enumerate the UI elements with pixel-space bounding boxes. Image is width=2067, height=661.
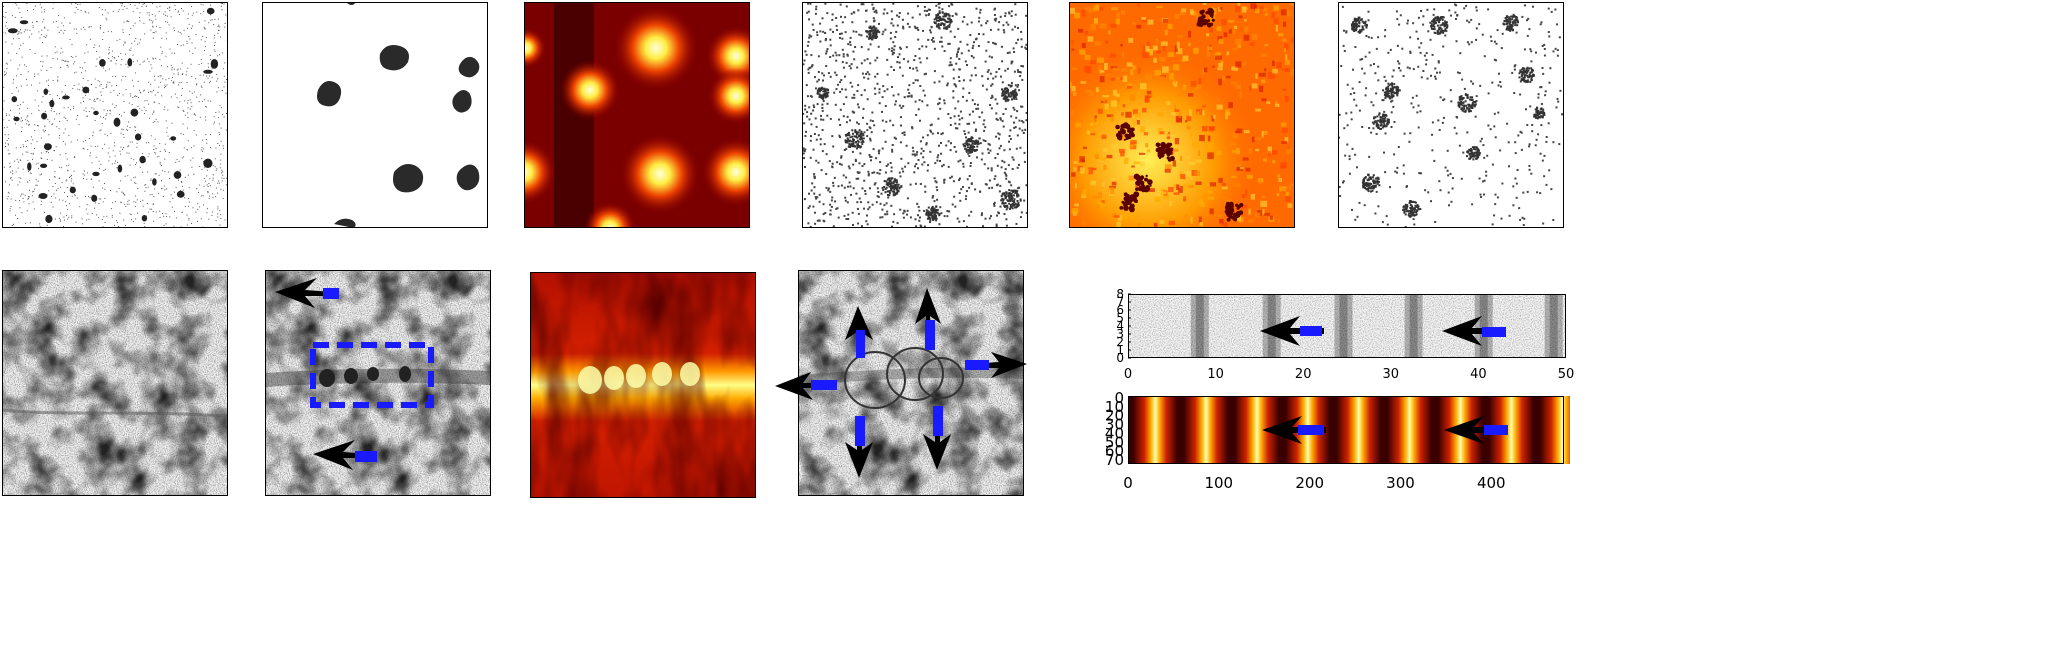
splitting-cells — [844, 347, 964, 409]
panel-blobs-plot — [262, 2, 488, 228]
velocity-arrows — [775, 288, 1027, 478]
noise-cells — [1069, 2, 1295, 228]
y-tick-label: 70 — [1105, 451, 1124, 469]
panel-texture-arrows-plot — [265, 270, 491, 496]
y-tick-label: 30 — [1105, 416, 1124, 434]
x-tick-labels: 0 10 20 30 40 50 — [1124, 367, 1574, 382]
blobs — [317, 2, 480, 228]
dark-spots — [7, 7, 219, 224]
x-tick-label: 10 — [1207, 367, 1224, 382]
panel-heat-band — [530, 272, 756, 498]
y-tick-label: 0 — [1114, 389, 1124, 407]
panel-heat-spots — [524, 2, 750, 228]
frame — [530, 272, 756, 498]
panel-heat-spots-plot — [524, 2, 750, 228]
scatter-dots — [2, 2, 228, 228]
x-tick-label: 400 — [1477, 474, 1506, 492]
y-tick-label: 4 — [1116, 319, 1124, 333]
heat-spots — [524, 6, 750, 228]
x-tick-label: 0 — [1124, 367, 1132, 382]
panel-texture — [2, 270, 228, 496]
y-tick-label: 3 — [1116, 327, 1124, 341]
panel-dense-dots-plot — [802, 2, 1028, 228]
y-tick-label: 5 — [1116, 311, 1124, 325]
x-tick-label: 20 — [1295, 367, 1312, 382]
x-tick-label: 200 — [1295, 474, 1324, 492]
frame — [262, 2, 488, 228]
y-tick-label: 2 — [1116, 335, 1124, 349]
frame — [2, 2, 228, 228]
clusters — [1350, 15, 1546, 218]
frame — [2, 270, 228, 496]
panel-sparse-dots — [2, 2, 228, 228]
frame — [1128, 396, 1564, 464]
frame — [798, 270, 1024, 496]
y-tick-label: 7 — [1116, 295, 1124, 309]
panel-texture-splitting — [775, 270, 1035, 496]
panel-sparse-dots-plot — [2, 2, 228, 228]
dark-spots — [319, 366, 411, 387]
y-tick-label: 60 — [1105, 442, 1124, 460]
panel-dots-clusters-plot — [1338, 2, 1564, 228]
frame — [802, 2, 1028, 228]
panel-heat-noise-plot — [1069, 2, 1295, 228]
velocity-arrows — [1260, 316, 1506, 346]
panel-dots-clusters — [1338, 2, 1564, 228]
velocity-arrows — [275, 278, 377, 470]
y-tick-label: 20 — [1105, 407, 1124, 425]
y-tick-label: 0 — [1116, 351, 1124, 365]
y-tick-label: 8 — [1116, 288, 1124, 301]
scatter-dots — [802, 2, 1028, 228]
dashed-box — [310, 342, 434, 408]
panel-blobs — [262, 2, 488, 228]
scatter-dots — [1338, 3, 1563, 228]
panel-texture-arrows — [265, 270, 491, 496]
dark-clusters — [1115, 7, 1244, 222]
panel-texture-plot — [2, 270, 228, 496]
x-tick-label: 30 — [1383, 367, 1400, 382]
x-tick-labels: 0 100 200 300 400 — [1123, 474, 1505, 492]
x-tick-label: 0 — [1123, 474, 1133, 492]
frame — [1338, 2, 1564, 228]
x-tick-label: 50 — [1558, 367, 1575, 382]
x-tick-label: 40 — [1470, 367, 1487, 382]
frame — [265, 270, 491, 496]
y-tick-label: 50 — [1105, 433, 1124, 451]
y-tick-label: 40 — [1105, 424, 1124, 442]
x-tick-label: 300 — [1386, 474, 1415, 492]
panel-heat-noise — [1069, 2, 1295, 228]
y-tick-label: 6 — [1116, 303, 1124, 317]
panel-texture-splitting-plot — [775, 270, 1027, 496]
panel-dense-dots — [802, 2, 1028, 228]
frame — [1069, 2, 1295, 228]
clusters — [816, 11, 1022, 221]
frame — [524, 2, 750, 228]
x-tick-label: 100 — [1204, 474, 1233, 492]
y-tick-label: 10 — [1105, 398, 1124, 416]
velocity-arrows — [1262, 416, 1508, 444]
y-tick-label: 1 — [1116, 343, 1124, 357]
panel-heat-band-plot — [530, 272, 756, 498]
bright-spots — [578, 362, 700, 394]
